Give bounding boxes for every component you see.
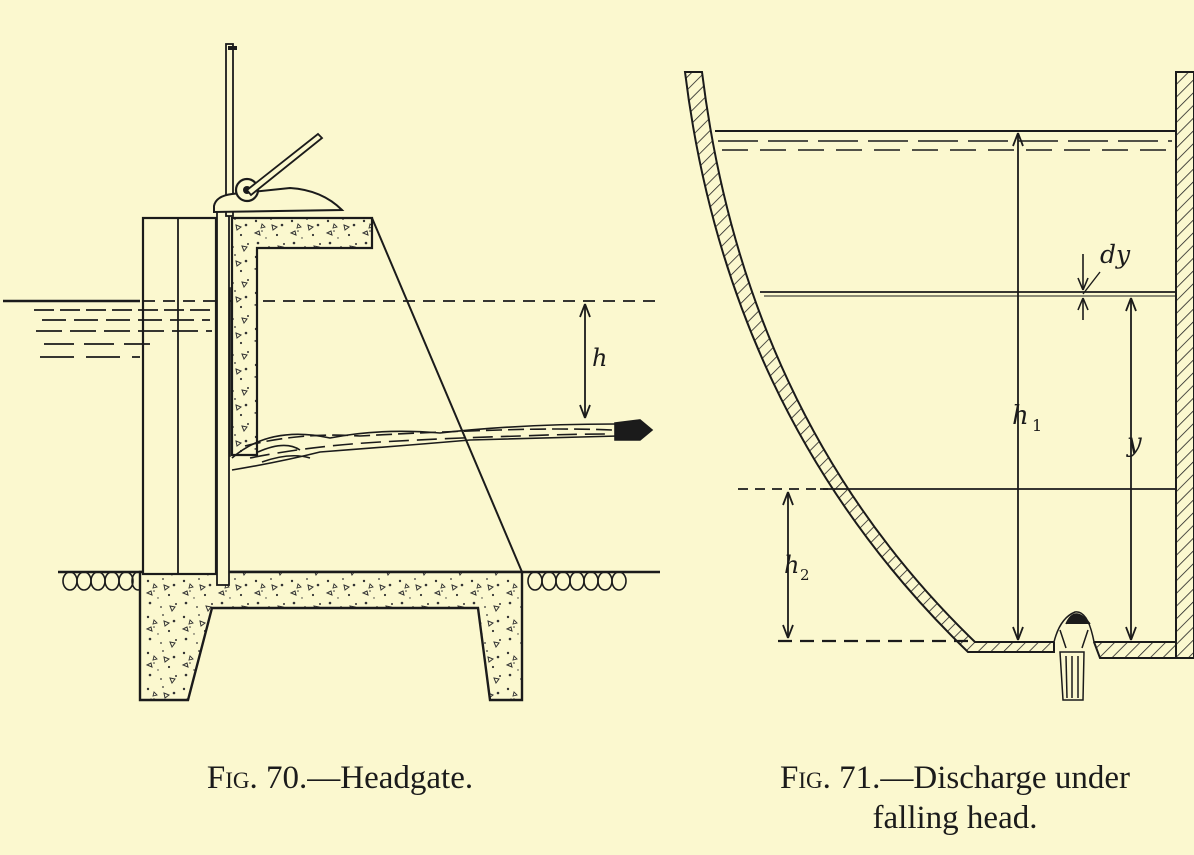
concrete-footing (138, 570, 524, 702)
brace-line (371, 217, 523, 573)
label-y: y (1126, 428, 1142, 458)
tank-water-lines (718, 140, 1172, 151)
gravel-right (527, 571, 627, 591)
tank-right-wall (1175, 71, 1194, 659)
gate-stem (216, 204, 230, 586)
headgate-post (141, 216, 218, 576)
threaded-rod (225, 43, 234, 217)
orifice-jet (1053, 611, 1095, 701)
fig-70-caption-text: —Headgate. (307, 760, 474, 796)
gravel-left (62, 571, 145, 591)
label-dy: dy (1100, 240, 1131, 269)
fig-71-number: Fig. 71. (780, 760, 881, 796)
headgate-diagram (3, 43, 660, 702)
upstream-water-lines (34, 309, 214, 358)
caption-fig-71: Fig. 71.—Discharge under falling head. (735, 758, 1175, 838)
label-h1-subscript: 1 (1032, 416, 1042, 435)
fig-71-caption-line2: falling head. (872, 800, 1038, 836)
label-h2-subscript: 2 (800, 566, 810, 584)
tank-bottom-right (1092, 641, 1177, 659)
label-head-h: h (592, 344, 607, 372)
fig-71-caption-line1: —Discharge under (880, 760, 1130, 796)
label-h1: h (1012, 401, 1029, 431)
outflow-jet (231, 419, 654, 471)
lift-lever (245, 132, 324, 197)
tank-curved-wall (683, 71, 1055, 653)
caption-fig-70: Fig. 70.—Headgate. (160, 758, 520, 798)
fig-70-number: Fig. 70. (206, 760, 308, 796)
label-h2: h (784, 551, 799, 579)
tank-diagram (683, 71, 1194, 701)
headgate-wall (230, 216, 374, 457)
